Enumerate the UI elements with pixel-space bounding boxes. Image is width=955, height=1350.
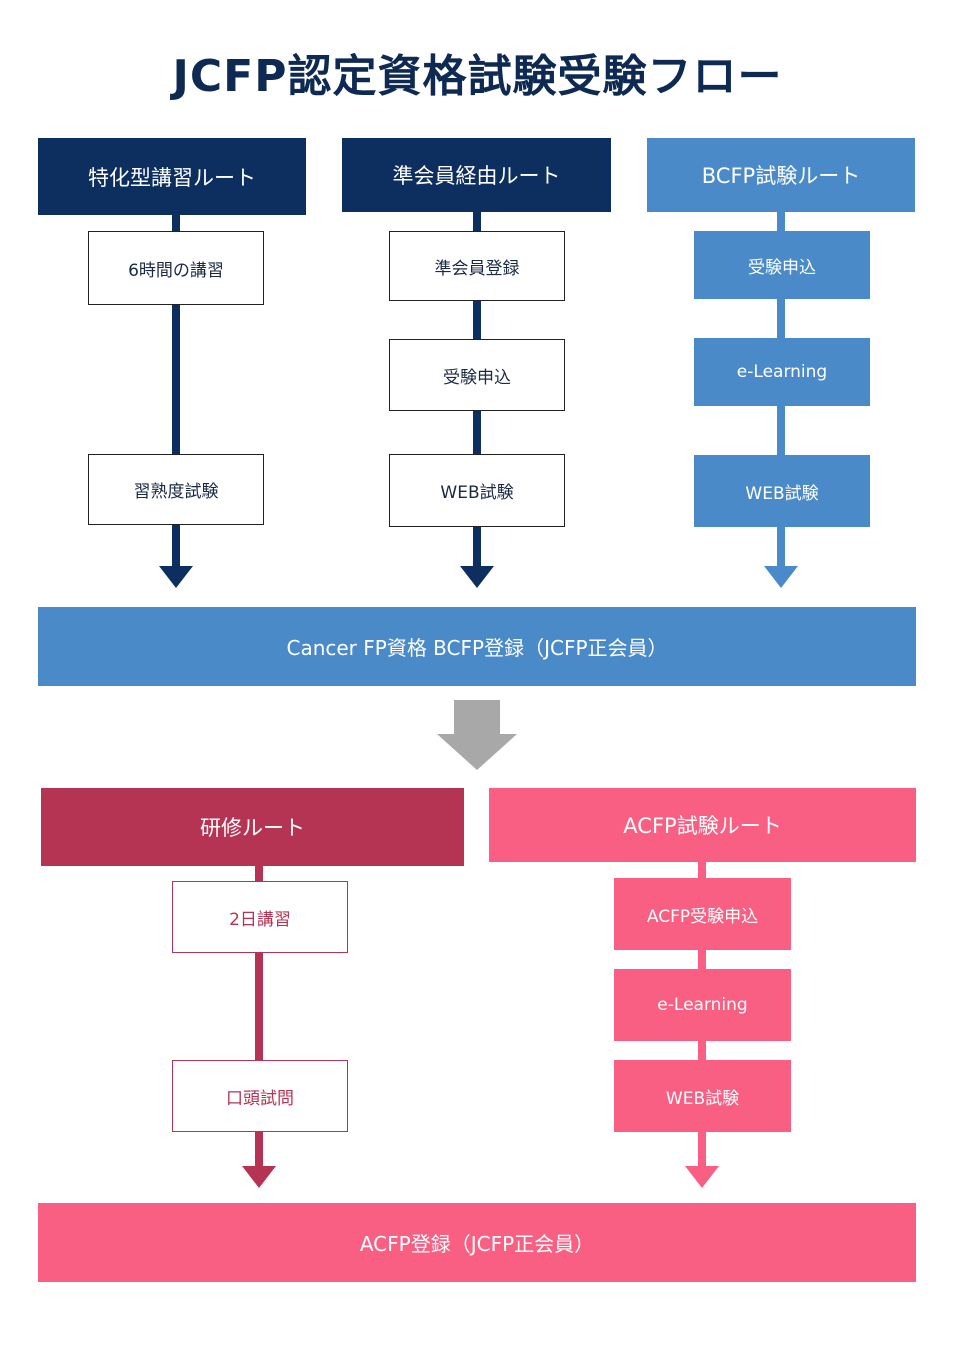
transition-arrow-shaft: [454, 700, 500, 736]
route-header-acfp: ACFP試験ルート: [489, 788, 916, 862]
arrow-down-icon: [159, 566, 193, 588]
arrow-down-icon: [764, 566, 798, 588]
step-box: 2日講習: [172, 881, 348, 953]
step-box: ACFP受験申込: [614, 878, 791, 950]
flow-line: [255, 862, 263, 1170]
arrow-down-icon: [242, 1166, 276, 1188]
arrow-down-icon: [685, 1166, 719, 1188]
transition-arrow-icon: [437, 734, 517, 770]
result-band-acfp: ACFP登録（JCFP正会員）: [38, 1203, 916, 1282]
page-title: JCFP認定資格試験受験フロー: [172, 51, 783, 102]
step-box: WEB試験: [389, 454, 565, 527]
route-header-bcfp: BCFP試験ルート: [647, 138, 915, 212]
step-box: WEB試験: [614, 1060, 791, 1132]
step-box: 6時間の講習: [88, 231, 264, 305]
step-box: 習熟度試験: [88, 454, 264, 525]
step-box: WEB試験: [694, 455, 870, 527]
step-box: 受験申込: [694, 231, 870, 299]
flow-line: [172, 212, 180, 570]
step-box: 口頭試問: [172, 1060, 348, 1132]
arrow-down-icon: [460, 566, 494, 588]
step-box: 受験申込: [389, 339, 565, 411]
route-header-junkaiin: 準会員経由ルート: [342, 138, 611, 212]
step-box: 準会員登録: [389, 231, 565, 301]
route-header-kenshu: 研修ルート: [41, 788, 464, 866]
step-box: e-Learning: [694, 338, 870, 406]
step-box: e-Learning: [614, 969, 791, 1041]
route-header-tokka: 特化型講習ルート: [38, 138, 306, 215]
result-band-bcfp: Cancer FP資格 BCFP登録（JCFP正会員）: [38, 607, 916, 686]
